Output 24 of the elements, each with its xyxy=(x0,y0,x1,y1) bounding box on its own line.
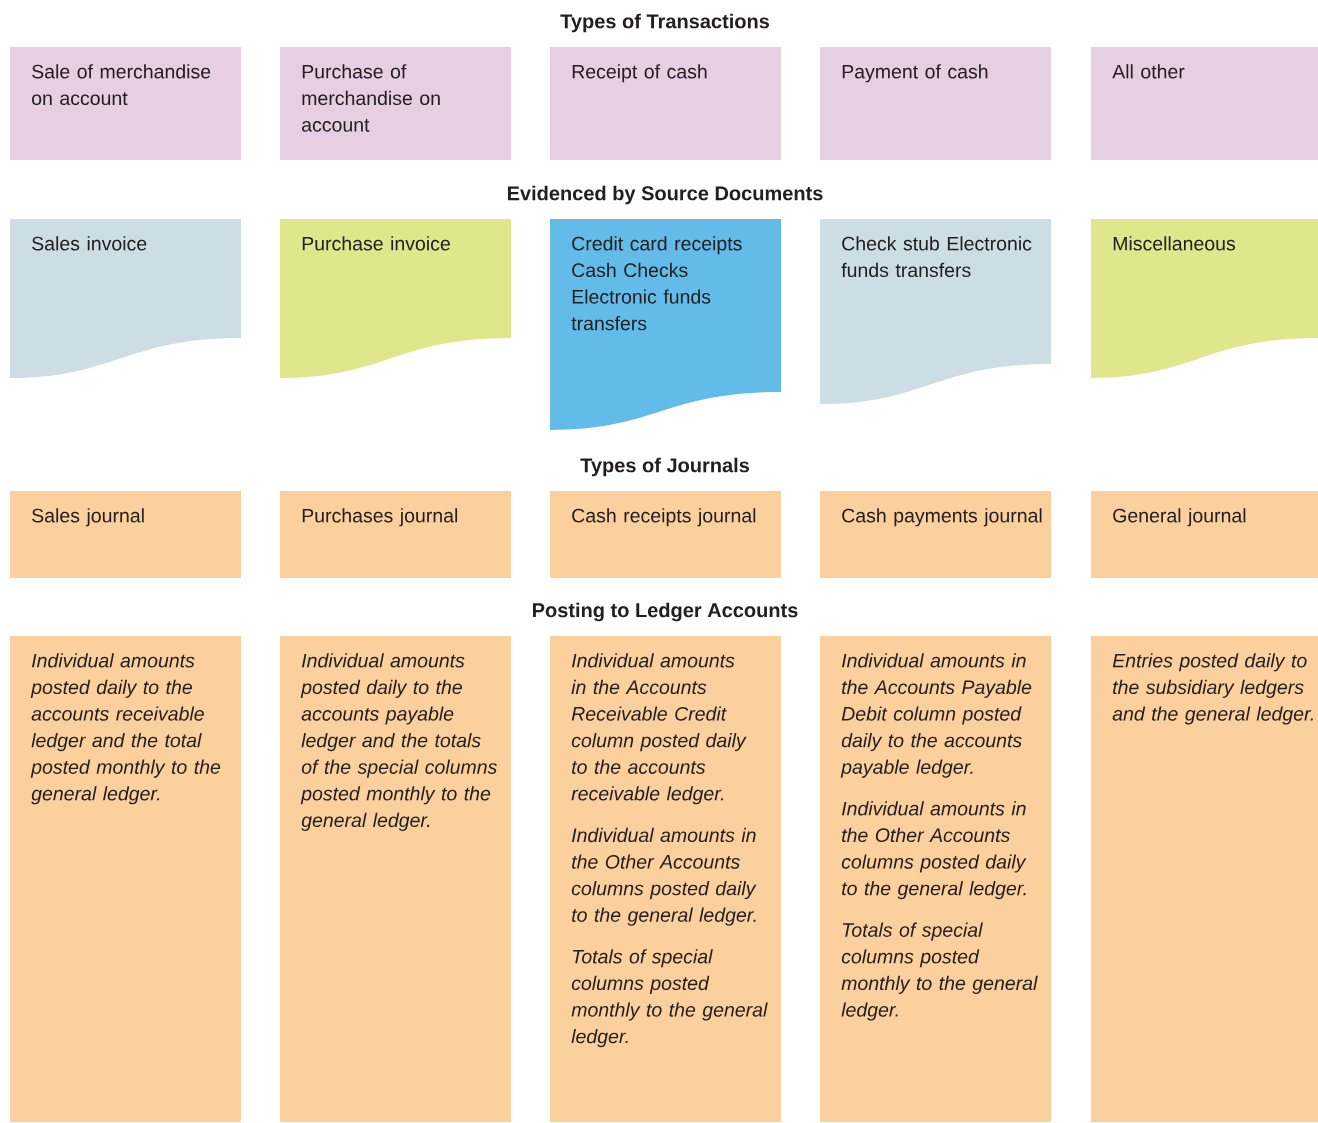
posting-box: Individual amounts posted daily to the accounts receivable ledger and the total posted monthly to the general ledger. xyxy=(10,636,241,1122)
transaction-box: Sale of merchandise on account xyxy=(10,47,241,160)
transaction-box: Receipt of cash xyxy=(550,47,781,160)
source-document: Check stub Electronic funds transfers xyxy=(820,219,1051,404)
source-document: Sales invoice xyxy=(10,219,241,378)
journal-box: Sales journal xyxy=(10,491,241,578)
journal-box: General journal xyxy=(1091,491,1318,578)
journal-box: Cash payments journal xyxy=(820,491,1051,578)
posting-box: Entries posted daily to the subsidiary ledgers and the general ledger. xyxy=(1091,636,1318,1122)
source-document: Miscellaneous xyxy=(1091,219,1318,378)
journal-box: Cash receipts journal xyxy=(550,491,781,578)
transaction-box: Purchase of merchandise on account xyxy=(280,47,511,160)
section-heading: Evidenced by Source Documents xyxy=(507,185,823,205)
section-heading: Posting to Ledger Accounts xyxy=(533,602,798,622)
posting-box: Individual amounts posted daily to the accounts payable ledger and the totals of the special columns posted monthly to the general ledger. xyxy=(280,636,511,1122)
source-document: Purchase invoice xyxy=(280,219,511,378)
section-heading: Types of Transactions xyxy=(560,13,770,33)
journal-box: Purchases journal xyxy=(280,491,511,578)
transaction-box: All other xyxy=(1091,47,1318,160)
posting-box: Individual amounts in the Accounts Payable Debit column posted daily to the accounts payable ledger. Individual amounts in the Other Accounts columns posted daily to the general ledger. Totals of special columns posted monthly to the general ledger. xyxy=(820,636,1051,1122)
posting-box: Individual amounts in the Accounts Receivable Credit column posted daily to the accounts receivable ledger. Individual amounts in the Other Accounts columns posted daily to the general ledger. Totals of special columns posted monthly to the general ledger. xyxy=(550,636,781,1122)
source-document: Credit card receipts Cash Checks Electronic funds transfers xyxy=(550,219,781,430)
section-heading: Types of Journals xyxy=(580,457,749,477)
transaction-box: Payment of cash xyxy=(820,47,1051,160)
